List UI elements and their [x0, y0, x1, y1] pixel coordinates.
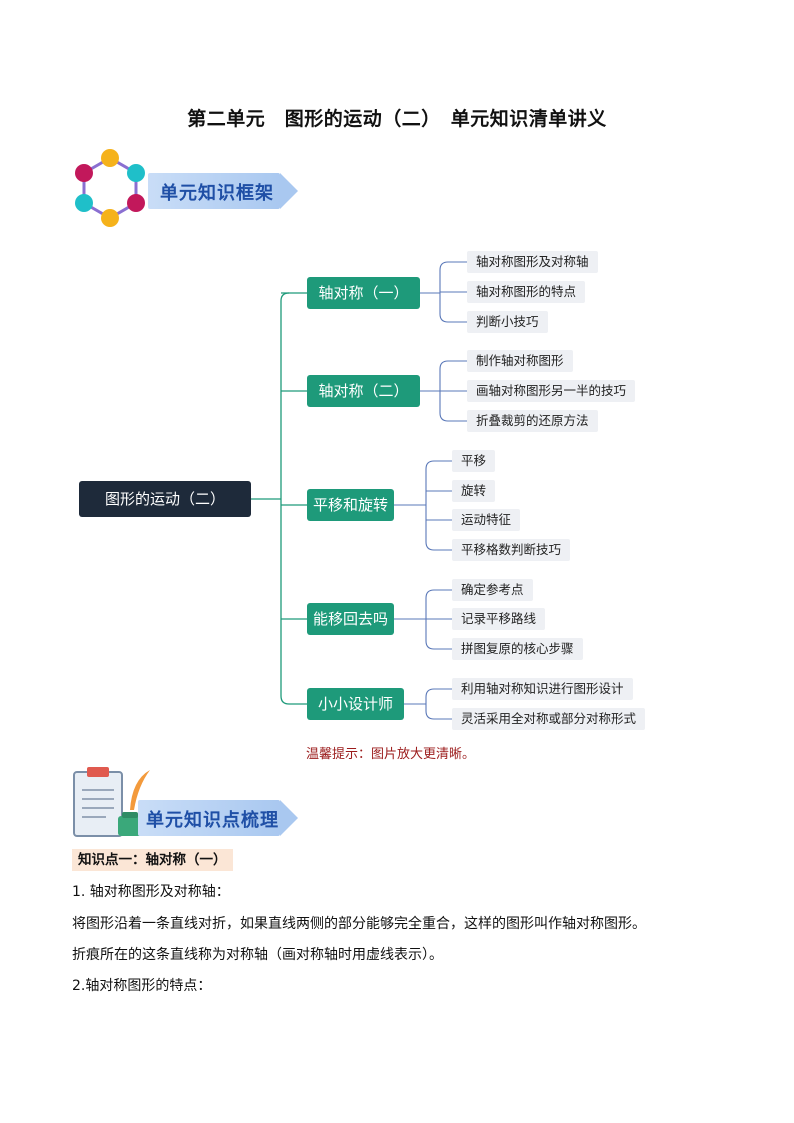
item-heading: 2.轴对称图形的特点：	[72, 978, 212, 994]
clipboard-quill-icon	[73, 767, 150, 837]
section-framework-label: 单元知识框架	[160, 183, 274, 204]
mindmap-leaf: 画轴对称图形另一半的技巧	[467, 380, 636, 402]
knowledge-point-title: 知识点一：轴对称（一）	[72, 849, 233, 871]
paragraph-line: 将图形沿着一条直线对折，如果直线两侧的部分能够完全重合，这样的图形叫作轴对称图形…	[72, 916, 646, 932]
mindmap-leaf: 确定参考点	[452, 579, 533, 601]
mindmap-leaf: 判断小技巧	[467, 311, 548, 333]
section-framework-header: 单元知识框架	[72, 146, 312, 232]
zoom-hint-note: 温馨提示：图片放大更清晰。	[306, 747, 476, 762]
mindmap-leaf: 折叠裁剪的还原方法	[467, 410, 598, 432]
mindmap-root-node: 图形的运动（二）	[79, 481, 251, 517]
mindmap-leaf: 灵活采用全对称或部分对称形式	[452, 708, 646, 730]
section-points-header: 单元知识点梳理	[72, 764, 312, 842]
mindmap-branch-axial-symmetry-2: 轴对称（二）	[307, 375, 420, 407]
mindmap-leaf: 轴对称图形的特点	[467, 281, 586, 303]
section-points-label: 单元知识点梳理	[146, 810, 279, 831]
page-title: 第二单元 图形的运动（二） 单元知识清单讲义	[187, 108, 607, 130]
mindmap-branch-axial-symmetry-1: 轴对称（一）	[307, 277, 420, 309]
mindmap-leaf: 平移格数判断技巧	[452, 539, 571, 561]
section-banner	[148, 173, 298, 209]
mindmap-leaf: 利用轴对称知识进行图形设计	[452, 678, 633, 700]
mindmap-leaf: 轴对称图形及对称轴	[467, 251, 598, 273]
item-heading: 1. 轴对称图形及对称轴：	[72, 884, 230, 900]
mindmap-leaf: 运动特征	[452, 509, 521, 531]
mindmap-leaf: 拼图复原的核心步骤	[452, 638, 583, 660]
mindmap-leaf: 记录平移路线	[452, 608, 546, 630]
mindmap-branch-little-designer: 小小设计师	[307, 688, 404, 720]
molecule-hexagon-icon	[75, 149, 145, 227]
mindmap-branch-move-back: 能移回去吗	[307, 603, 394, 635]
mindmap-leaf: 旋转	[452, 480, 496, 502]
paragraph-line: 折痕所在的这条直线称为对称轴（画对称轴时用虚线表示）。	[72, 947, 443, 963]
mindmap-branch-translation-rotation: 平移和旋转	[307, 489, 394, 521]
section-banner	[138, 800, 298, 836]
mindmap-leaf: 制作轴对称图形	[467, 350, 573, 372]
mindmap-leaf: 平移	[452, 450, 496, 472]
